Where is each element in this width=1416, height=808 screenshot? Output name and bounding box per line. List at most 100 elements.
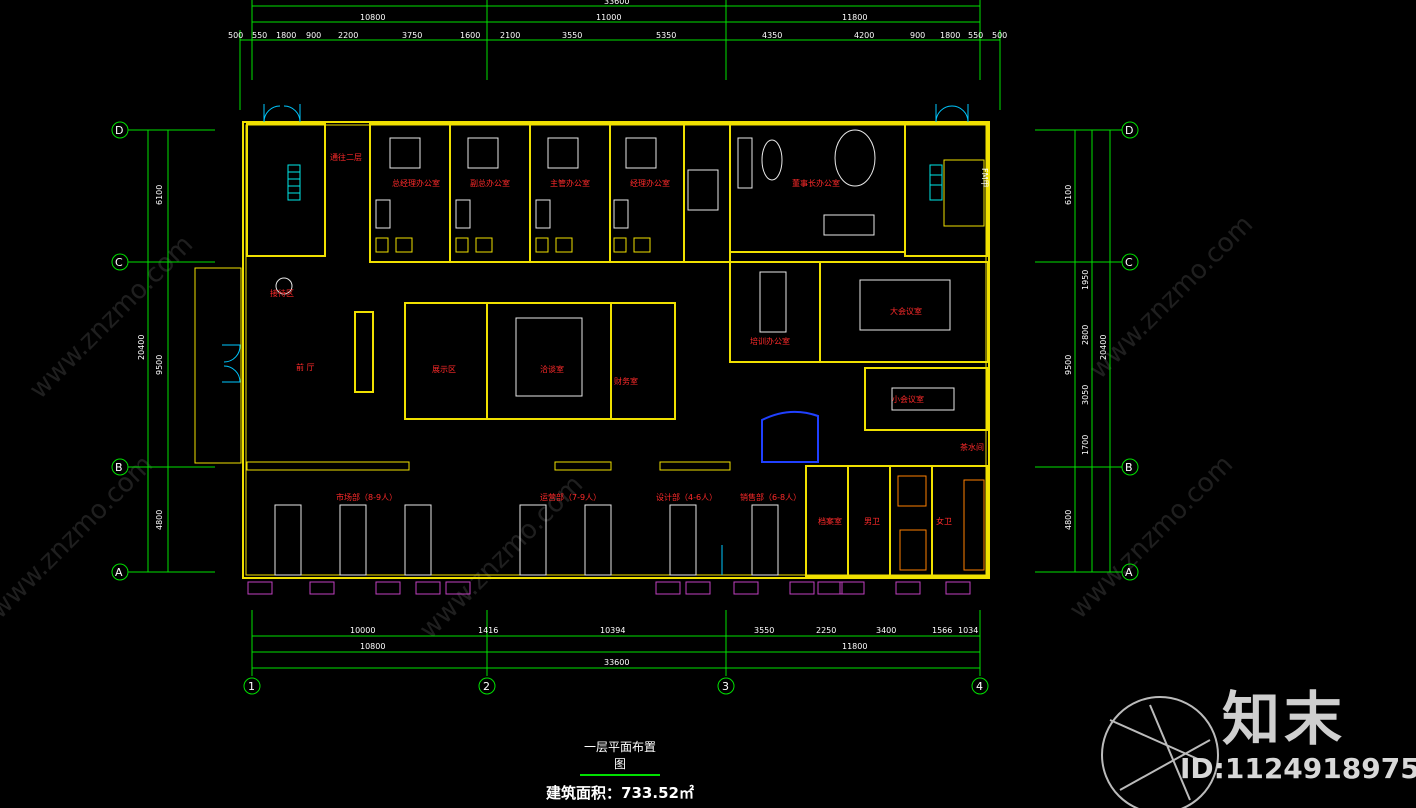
svg-text:1950: 1950 xyxy=(1081,270,1090,290)
svg-text:500: 500 xyxy=(228,31,243,40)
room-label-reception: 接待区 xyxy=(270,288,294,298)
room-label-meeting: 洽谈室 xyxy=(540,364,564,374)
reception-round-table xyxy=(275,277,293,295)
svg-text:1800: 1800 xyxy=(276,31,296,40)
area-line: 建筑面积：733.52㎡ xyxy=(540,782,700,803)
partition-b-right xyxy=(659,461,731,471)
room-label-office-b: 副总办公室 xyxy=(470,178,510,188)
axis-row-c: C xyxy=(115,256,123,269)
svg-text:1416: 1416 xyxy=(478,626,498,635)
svg-text:20400: 20400 xyxy=(1099,335,1108,360)
svg-text:4200: 4200 xyxy=(854,31,874,40)
svg-text:C: C xyxy=(1125,256,1133,269)
axis-bubbles-right xyxy=(1121,121,1139,581)
svg-text:B: B xyxy=(1125,461,1133,474)
svg-text:2100: 2100 xyxy=(500,31,520,40)
svg-text:3550: 3550 xyxy=(562,31,582,40)
svg-text:4800: 4800 xyxy=(1064,510,1073,530)
top-bay-2: 11000 xyxy=(596,13,621,22)
svg-text:11800: 11800 xyxy=(842,642,867,651)
room-label-tea: 茶水间 xyxy=(960,442,984,452)
svg-text:1600: 1600 xyxy=(460,31,480,40)
svg-text:900: 900 xyxy=(910,31,925,40)
room-label-office-d: 经理办公室 xyxy=(630,178,670,188)
elevator-shaft xyxy=(943,159,985,227)
partition-b-mid xyxy=(554,461,612,471)
svg-text:33600: 33600 xyxy=(604,658,629,667)
axis-row-b: B xyxy=(115,461,123,474)
axis-row-a: A xyxy=(115,566,123,579)
svg-text:10000: 10000 xyxy=(350,626,375,635)
room-label-dept-1: 市场部（8-9人） xyxy=(336,492,397,502)
svg-text:1566: 1566 xyxy=(932,626,952,635)
bottom-dimensions xyxy=(251,610,981,676)
training-desks xyxy=(759,271,787,333)
axis-row-d: D xyxy=(115,124,123,137)
svg-text:D: D xyxy=(1125,124,1133,137)
svg-text:1034: 1034 xyxy=(958,626,978,635)
svg-text:500: 500 xyxy=(992,31,1007,40)
svg-text:900: 900 xyxy=(306,31,321,40)
svg-text:A: A xyxy=(1125,566,1133,579)
svg-text:6100: 6100 xyxy=(1064,185,1073,205)
room-label-restroom-m: 男卫 xyxy=(864,517,880,526)
brand-watermark: 知末 xyxy=(1222,685,1347,753)
watermark-text: www.znzmo.com xyxy=(24,230,199,405)
workstations xyxy=(274,504,779,576)
svg-text:3550: 3550 xyxy=(754,626,774,635)
windows xyxy=(247,581,971,595)
drawing-title-block: 一层平面布置图 建筑面积：733.52㎡ xyxy=(540,738,700,803)
svg-text:2250: 2250 xyxy=(816,626,836,635)
left-outer-dim: 20400 xyxy=(137,335,146,360)
room-label-lobby: 前 厅 xyxy=(296,362,315,372)
top-bay-1: 10800 xyxy=(360,13,385,22)
small-meeting-table xyxy=(891,387,955,411)
meeting-table xyxy=(515,317,583,397)
svg-text:10800: 10800 xyxy=(360,642,385,651)
svg-text:3750: 3750 xyxy=(402,31,422,40)
room-label-storage: 档案室 xyxy=(818,516,842,526)
room-label-office-c: 主管办公室 xyxy=(550,178,590,188)
svg-text:2800: 2800 xyxy=(1081,325,1090,345)
svg-text:550: 550 xyxy=(968,31,983,40)
doors xyxy=(222,104,969,575)
room-label-dept-3: 设计部（4-6人） xyxy=(656,492,717,502)
entrance-canopy xyxy=(194,267,242,464)
room-label-upper: 通往二层 xyxy=(330,152,362,162)
stair xyxy=(287,164,943,201)
brand-logo xyxy=(1101,696,1219,808)
room-label-restroom-f: 女卫 xyxy=(936,516,952,526)
room-label-dept-4: 销售部（6-8人） xyxy=(740,492,801,502)
elevator-label: FM甲 xyxy=(980,168,989,188)
top-bay-3: 11800 xyxy=(842,13,867,22)
middle-rooms xyxy=(354,261,989,431)
top-detail-dims: 500 550 1800 900 2200 3750 1600 2100 355… xyxy=(228,31,1007,40)
room-label-ceo: 董事长办公室 xyxy=(792,178,840,188)
sanitary-fixtures xyxy=(897,475,985,571)
office-furniture xyxy=(375,129,876,236)
left-dimensions xyxy=(128,129,215,573)
area-value: 733.52㎡ xyxy=(621,784,694,802)
svg-text:1800: 1800 xyxy=(940,31,960,40)
left-dim-3: 4800 xyxy=(155,510,164,530)
planter-zone xyxy=(761,410,819,463)
svg-text:10394: 10394 xyxy=(600,626,625,635)
big-meeting-table xyxy=(859,279,951,331)
room-label-finance: 财务室 xyxy=(614,376,638,386)
top-total: 33600 xyxy=(604,0,629,6)
axis-col-1: 1 xyxy=(248,680,255,693)
svg-text:2200: 2200 xyxy=(338,31,358,40)
brand-id: ID:1124918975 xyxy=(1180,752,1416,785)
svg-text:3400: 3400 xyxy=(876,626,896,635)
axis-col-3: 3 xyxy=(722,680,729,693)
partition-b-left xyxy=(246,461,410,471)
room-label-product: 展示区 xyxy=(432,365,456,374)
axis-col-2: 2 xyxy=(483,680,490,693)
svg-text:550: 550 xyxy=(252,31,267,40)
axis-col-4: 4 xyxy=(976,680,983,693)
svg-text:4350: 4350 xyxy=(762,31,782,40)
svg-text:1700: 1700 xyxy=(1081,435,1090,455)
office-partitions-top xyxy=(246,123,988,263)
watermarks: www.znzmo.com www.znzmo.com www.znzmo.co… xyxy=(0,210,1259,645)
